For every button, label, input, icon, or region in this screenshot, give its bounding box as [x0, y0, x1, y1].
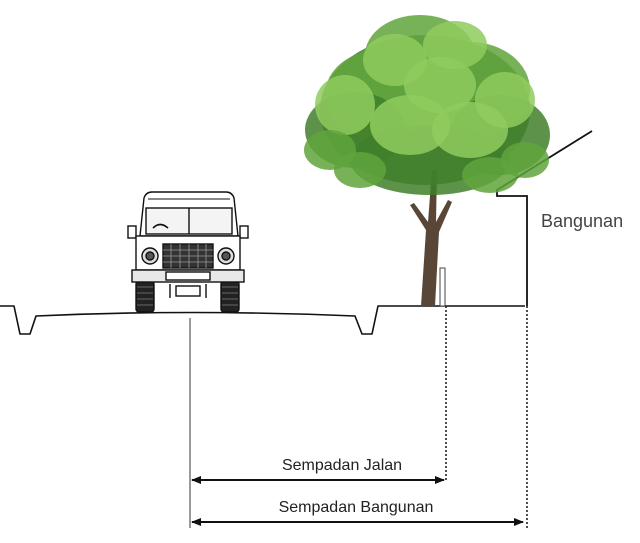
- building-setback-label: Sempadan Bangunan: [279, 499, 434, 516]
- leaf-cluster: [423, 21, 487, 69]
- leaf-cluster: [432, 102, 508, 158]
- leaf-cluster: [462, 157, 518, 193]
- jeep-front-icon: [127, 191, 249, 313]
- building-label: Bangunan: [541, 211, 623, 231]
- leaf-cluster: [334, 152, 386, 188]
- road-setback-label: Sempadan Jalan: [282, 457, 402, 474]
- road-cross-section: [0, 305, 525, 335]
- leaf-cluster: [404, 57, 476, 113]
- leaf-cluster: [315, 75, 375, 135]
- tree-icon: [304, 15, 550, 307]
- reference-lines: [189, 306, 528, 528]
